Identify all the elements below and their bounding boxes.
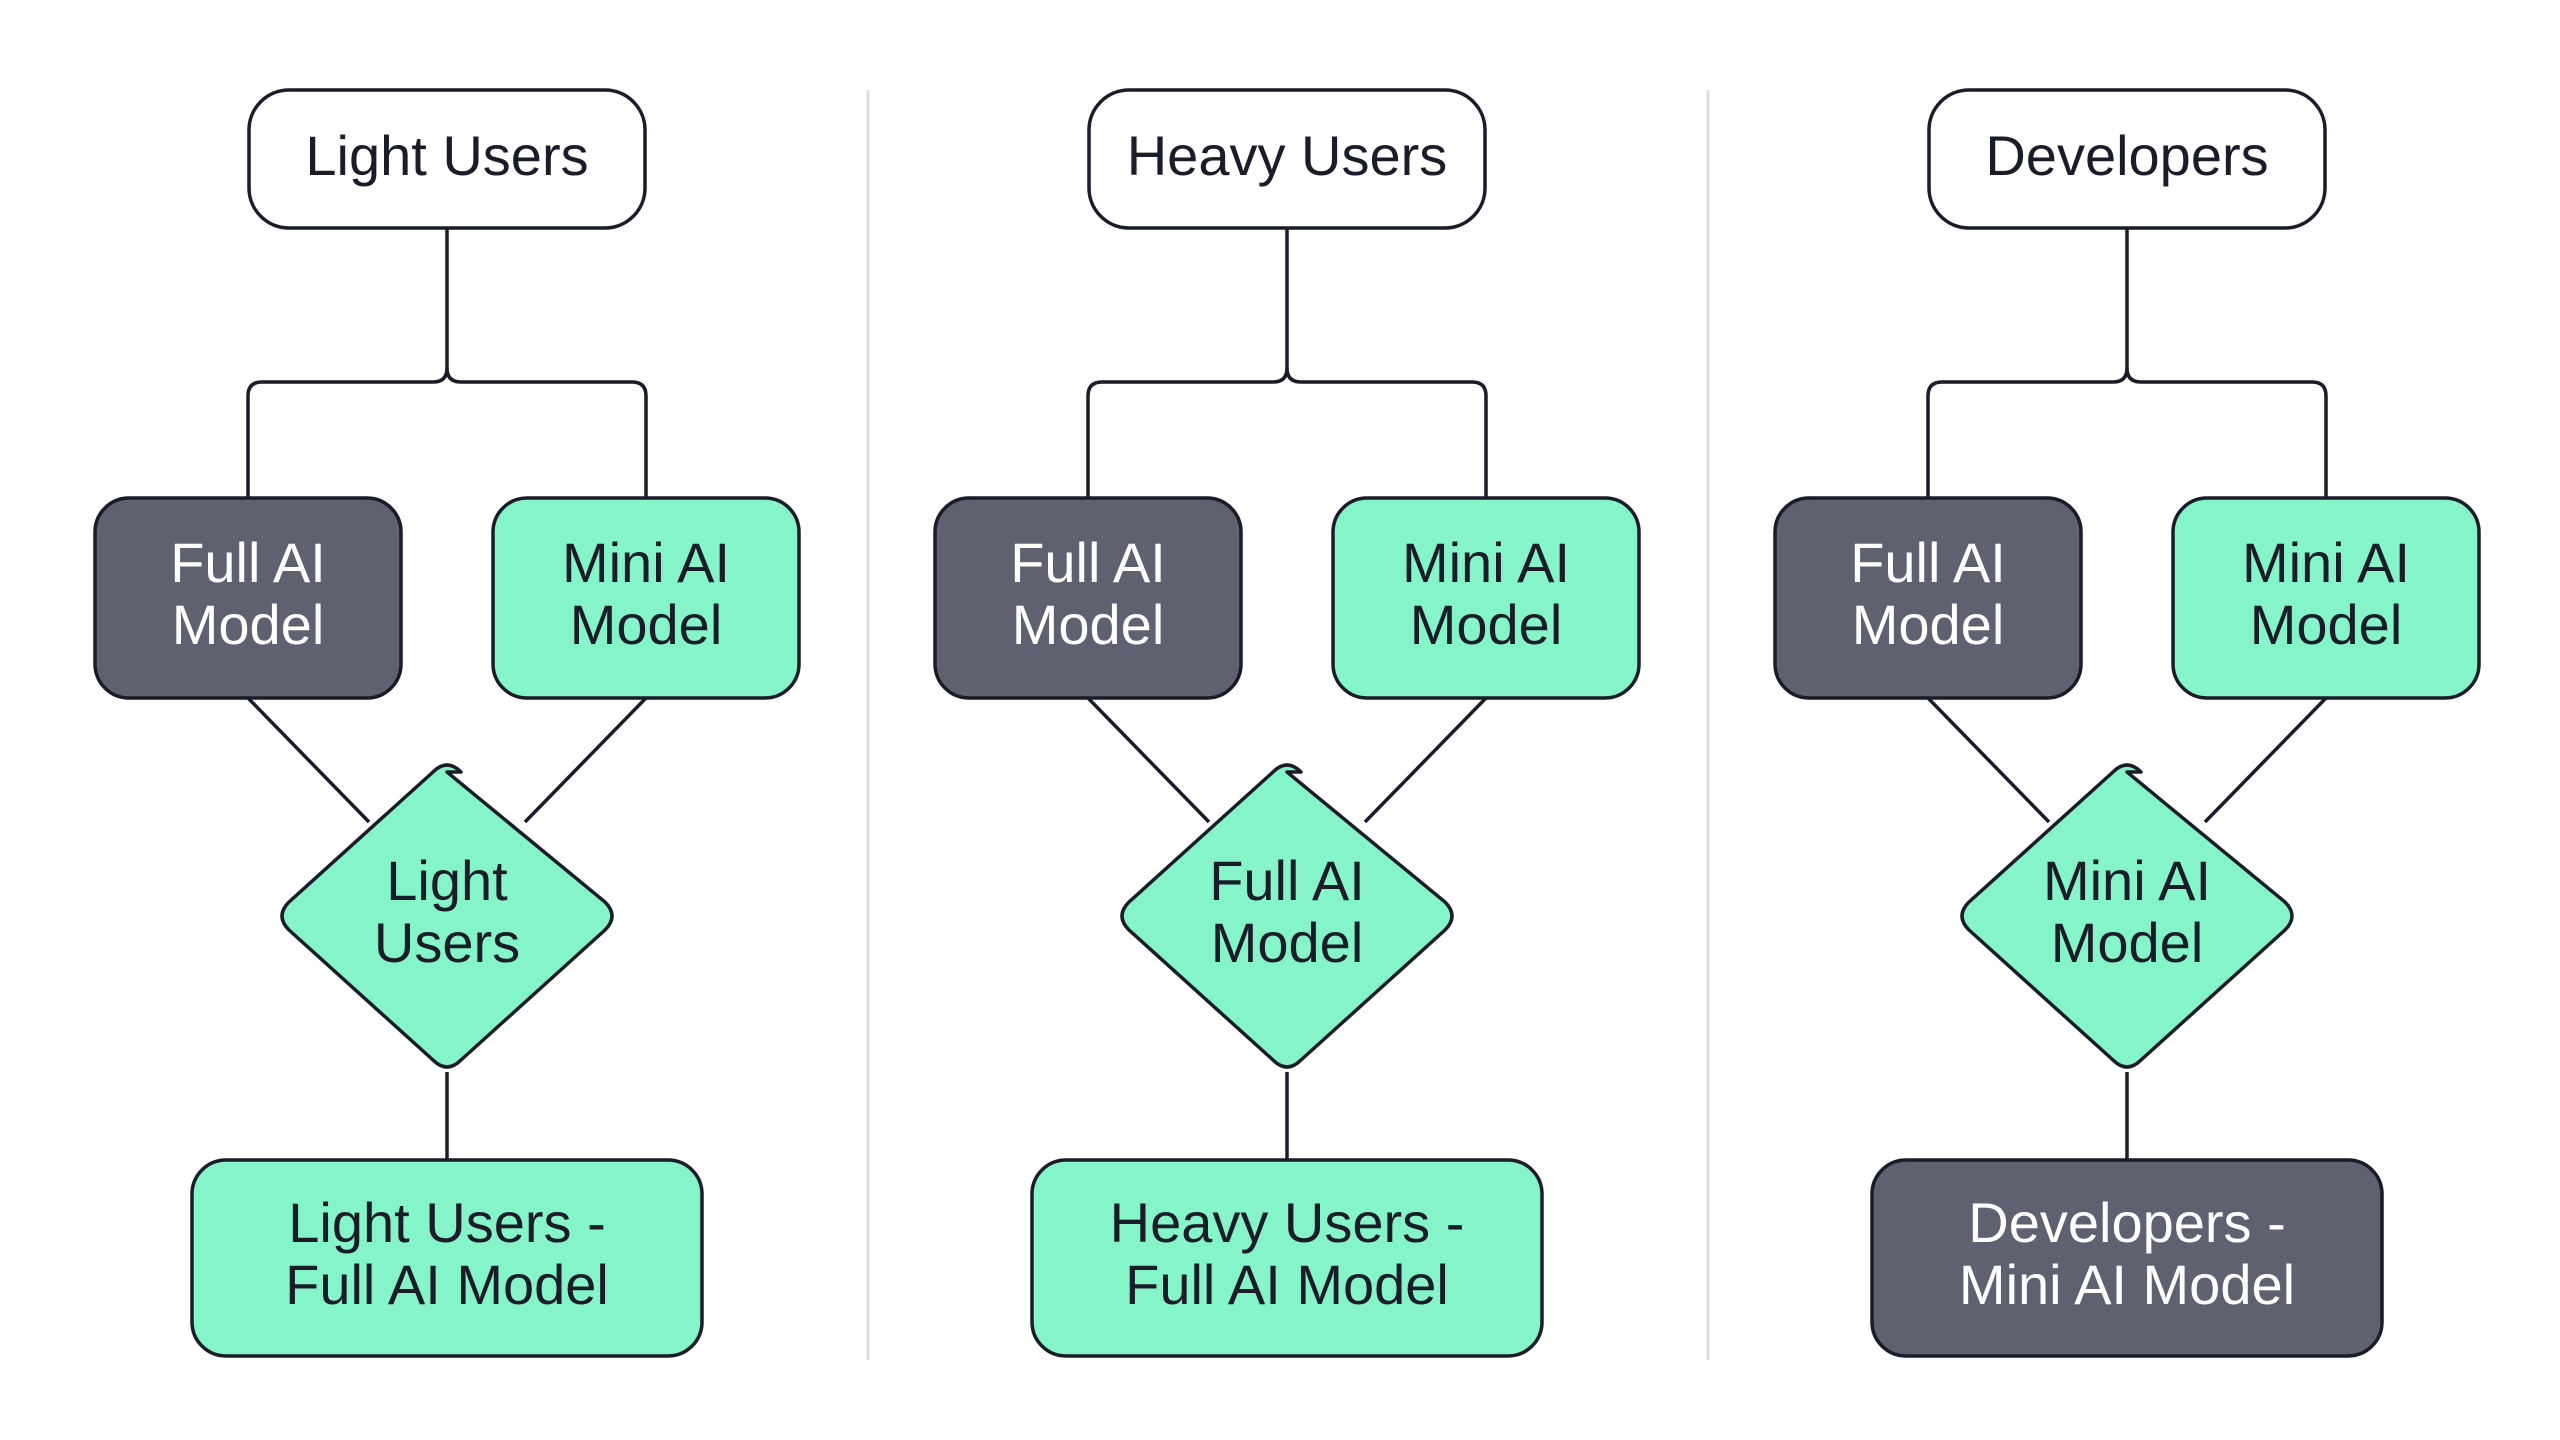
header-label-line-1: Light Users bbox=[305, 124, 588, 187]
full-ai-model-label-line-1: Full AI bbox=[170, 531, 326, 594]
header-box bbox=[1087, 88, 1487, 230]
header-label-line-1: Developers bbox=[1985, 124, 2268, 187]
result-label-line-1: Developers - bbox=[1968, 1191, 2285, 1254]
connector-left-to-decision bbox=[1086, 696, 1211, 824]
result-label-line-1: Light Users - bbox=[288, 1191, 605, 1254]
decision-diamond bbox=[280, 763, 614, 1069]
decision-label-line-1: Light bbox=[386, 849, 508, 912]
full-ai-model-label-line-1: Full AI bbox=[1850, 531, 2006, 594]
result-box bbox=[190, 1158, 704, 1358]
mini-ai-model-label-line-1: Mini AI bbox=[562, 531, 730, 594]
result-label-line-2: Full AI Model bbox=[1125, 1253, 1449, 1316]
full-ai-model-label-line-2: Model bbox=[172, 593, 325, 656]
header-label-line-1: Heavy Users bbox=[1127, 124, 1448, 187]
connector-header-to-right bbox=[2125, 367, 2328, 498]
connector-header-to-left bbox=[1086, 228, 1289, 498]
connector-header-to-right bbox=[1285, 367, 1488, 498]
connector-header-to-left bbox=[246, 228, 449, 498]
mini-ai-model-label-line-2: Model bbox=[2250, 593, 2403, 656]
connector-left-to-decision bbox=[1926, 696, 2051, 824]
mini-ai-model-box bbox=[1331, 496, 1641, 700]
mini-ai-model-box bbox=[491, 496, 801, 700]
decision-label-line-1: Mini AI bbox=[2043, 849, 2211, 912]
connector-header-to-right bbox=[445, 367, 648, 498]
connector-right-to-decision bbox=[1363, 696, 1488, 824]
decision-label-line-2: Users bbox=[374, 911, 520, 974]
connector-left-to-decision bbox=[246, 696, 371, 824]
connector-right-to-decision bbox=[2203, 696, 2328, 824]
mini-ai-model-label-line-1: Mini AI bbox=[2242, 531, 2410, 594]
result-label-line-1: Heavy Users - bbox=[1110, 1191, 1465, 1254]
decision-label-line-2: Model bbox=[1211, 911, 1364, 974]
decision-label-line-1: Full AI bbox=[1209, 849, 1365, 912]
full-ai-model-box bbox=[933, 496, 1243, 700]
result-label-line-2: Full AI Model bbox=[285, 1253, 609, 1316]
header-box bbox=[247, 88, 647, 230]
full-ai-model-box bbox=[93, 496, 403, 700]
mini-ai-model-label-line-2: Model bbox=[570, 593, 723, 656]
result-label-line-2: Mini AI Model bbox=[1959, 1253, 2295, 1316]
full-ai-model-box bbox=[1773, 496, 2083, 700]
full-ai-model-label-line-2: Model bbox=[1012, 593, 1165, 656]
header-box bbox=[1927, 88, 2327, 230]
decision-label-line-2: Model bbox=[2051, 911, 2204, 974]
decision-diamond bbox=[1960, 763, 2294, 1069]
result-box bbox=[1030, 1158, 1544, 1358]
mini-ai-model-label-line-1: Mini AI bbox=[1402, 531, 1570, 594]
connector-header-to-left bbox=[1926, 228, 2129, 498]
connector-right-to-decision bbox=[523, 696, 648, 824]
full-ai-model-label-line-1: Full AI bbox=[1010, 531, 1166, 594]
mini-ai-model-box bbox=[2171, 496, 2481, 700]
result-box bbox=[1870, 1158, 2384, 1358]
full-ai-model-label-line-2: Model bbox=[1852, 593, 2005, 656]
mini-ai-model-label-line-2: Model bbox=[1410, 593, 1563, 656]
decision-diamond bbox=[1120, 763, 1454, 1069]
